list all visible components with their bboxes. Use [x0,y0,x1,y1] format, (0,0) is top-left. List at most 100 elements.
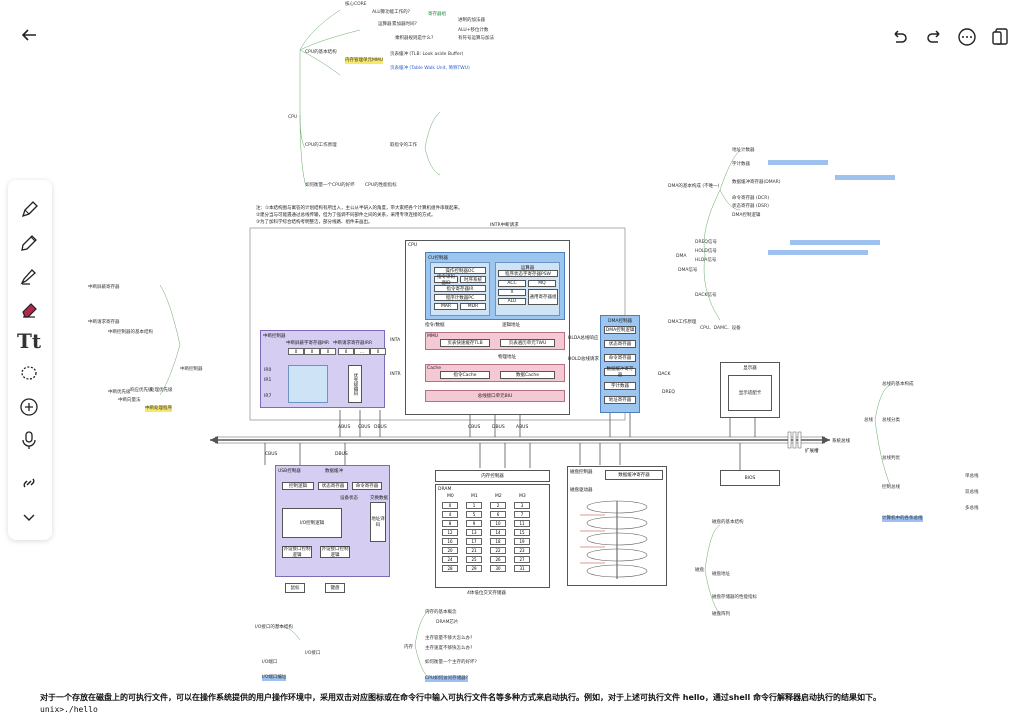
link-tool[interactable] [14,468,44,498]
note-line: ③为了加科学综合结构考明整洁，部分线路、组件未画出。 [256,220,373,225]
memory-cell: 18 [490,538,506,545]
redo-icon [927,30,940,43]
mindmap-node: 进制的加法器 [458,18,485,23]
mindmap-node: 取指令的工作 [390,143,417,148]
usb-title: USB控制器 [278,469,301,474]
pencil-icon [21,235,37,251]
mindmap-node: 有符号运算与加法 [458,36,494,41]
mindmap-node: 如何衡量一个主存的好坏? [425,660,477,665]
mindmap-node: 磁盘存储器的性能指标 [712,595,757,600]
add-icon [20,398,38,416]
mask-bit: 0 [288,348,304,355]
highlight-bar [768,160,828,165]
mindmap-node: 处理优先级 [150,388,173,393]
memory-cell: 23 [514,547,530,554]
dma-data-buffer: 数据缓冲寄存器 [604,367,636,378]
mindmap-node: 主存容量不够大怎么办? [425,636,473,641]
bus-interface-unit: 总线接口单元BIU [425,390,565,402]
instruction-cache: 指令Cache [440,371,490,379]
intr-label: INTR [390,372,401,377]
memory-cell: 13 [466,529,482,536]
mindmap-node: 数据缓冲寄存器(DMAR) [732,180,781,185]
memory-cell: 15 [514,529,530,536]
memory-cell: 4 [442,511,458,518]
mindmap-node: 总线分类 [882,418,900,423]
more-button[interactable] [952,22,982,52]
highlighter-icon [20,269,36,285]
mindmap-node: CPU的性能指标 [365,183,397,188]
psw-register: 程序状态字寄存器PSW [498,270,558,277]
eraser-icon [22,303,37,318]
eraser-tool[interactable] [14,294,44,324]
mindmap-node: 控制总线 [882,485,900,490]
cache-label: Cache [427,366,441,371]
dram-block: DRAM [435,484,550,588]
mindmap-node: CPU、DAMC、设备 [700,326,741,331]
memory-cell: 1 [466,502,482,509]
add-tool[interactable] [14,392,44,422]
arrow-left-icon [21,29,36,41]
lasso-tool[interactable] [14,359,44,389]
dma-address-register: 地址寄存器 [604,396,636,404]
memory-bank-header: M1 [471,494,478,499]
dma-control-logic: DMA控制逻辑 [604,326,636,334]
memory-cell: 26 [490,556,506,563]
memory-bank-header: M0 [447,494,454,499]
usb-device-status-label: 设备状态 [340,496,358,501]
memory-cell: 10 [490,520,506,527]
canvas[interactable]: 核心CORE ALU算功能工作的? 寄存器组 运算器 累加器时间? 进制的加法器… [0,0,1030,688]
mindmap-node: 内存管理单元MMU [345,58,384,64]
mindmap-node: I/O接口 [305,651,321,656]
mindmap-node: DMA [676,254,687,259]
timing-system: 时序系统 [460,276,486,283]
mindmap-node: CPU [288,115,298,120]
irr-label: 中断请求寄存器IRR [333,341,373,346]
instruction-decoder: 指令译码器ID [434,275,458,286]
mindmap-node: 磁盘的基本结构 [712,520,744,525]
irq-lines [288,365,328,403]
irr-bit: … [354,348,370,355]
mindmap-node: 状态寄存器 (DSR) [732,204,769,209]
cpu-intr-label: INTR中断请求 [490,223,519,228]
highlight-bar [768,250,868,255]
memory-cell: 31 [514,565,530,572]
undo-button[interactable] [884,22,914,52]
mindmap-node: 地址计数器 [732,148,755,153]
x-register: X [498,289,526,296]
mindmap-node: ALU算功能工作的? [372,10,411,15]
caption-line2: unix>./hello [40,705,98,714]
microphone-tool[interactable] [14,425,44,455]
collapse-tools-button[interactable] [14,502,44,532]
mindmap-node: I/O端口 [262,660,278,665]
mindmap-node: 字计数器 [732,162,750,167]
disk-platters-icon [580,500,648,579]
back-button[interactable] [14,20,44,50]
mindmap-node: 双总线 [965,490,979,495]
memory-cell: 29 [466,565,482,572]
memory-cell: 2 [490,502,506,509]
mdr-register: MDR [460,303,486,310]
highlighter-tool[interactable] [14,261,44,291]
cpu-title: CPU [408,243,418,248]
mindmap-node: 内存 [404,645,413,650]
memory-cell: 0 [442,502,458,509]
pen-tool[interactable] [14,195,44,225]
mindmap-node: 中断向量法 [118,398,141,403]
memory-cell: 3 [514,502,530,509]
mindmap-node: DREQ信号 [695,240,717,245]
mindmap-node: 页表缓冲 (TLB: Look aside Buffer) [390,52,464,57]
ops-controller: 操作控制器OC [434,267,486,274]
text-tool[interactable]: Tt [14,326,44,356]
pencil-tool[interactable] [14,228,44,258]
redo-button[interactable] [920,22,950,52]
mindmap-node: 主存速度不够快怎么办? [425,646,473,651]
page-view-button[interactable] [986,22,1016,52]
abus-label: ABUS [338,425,351,430]
mindmap-node: 中断处理程序 [145,406,172,412]
memory-cell: 17 [466,538,482,545]
alu-label: 运算器 [520,266,535,271]
dma-command-register: 命令寄存器 [604,354,636,362]
microphone-icon [22,431,36,449]
cbus-label: CBUS [265,452,278,457]
mindmap-node: HOLD信号 [695,249,717,254]
